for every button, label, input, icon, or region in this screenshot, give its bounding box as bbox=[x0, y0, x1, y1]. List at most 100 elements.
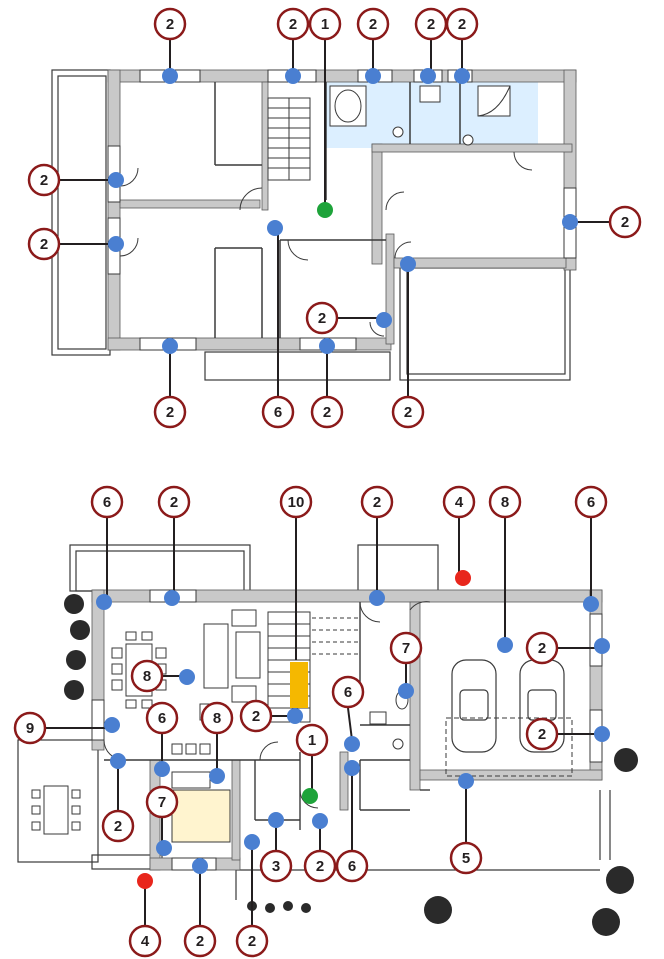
callout: 2 bbox=[445, 7, 479, 84]
marker-dot bbox=[562, 214, 578, 230]
marker-dot bbox=[244, 834, 260, 850]
callout: 2 bbox=[183, 858, 217, 958]
callout: 2 bbox=[310, 338, 344, 429]
marker-dot bbox=[454, 68, 470, 84]
callout-label: 6 bbox=[103, 494, 111, 511]
callout-label: 3 bbox=[272, 858, 280, 875]
marker-dot bbox=[458, 773, 474, 789]
callout: 4 bbox=[128, 873, 162, 958]
callout-label: 2 bbox=[538, 640, 546, 657]
marker-dot bbox=[302, 788, 318, 804]
callout: 8 bbox=[488, 485, 522, 653]
callout-label: 6 bbox=[158, 710, 166, 727]
callout-label: 8 bbox=[501, 494, 509, 511]
living-room-furniture bbox=[199, 609, 261, 721]
callout-label: 2 bbox=[166, 16, 174, 33]
plant-decorations bbox=[64, 594, 638, 936]
callout: 6 bbox=[261, 220, 295, 429]
marker-dot bbox=[369, 590, 385, 606]
marker-dot bbox=[317, 202, 333, 218]
marker-dot bbox=[156, 840, 172, 856]
callout: 3 bbox=[259, 812, 293, 883]
marker-dot bbox=[267, 220, 283, 236]
marker-dot bbox=[497, 637, 513, 653]
callout: 2 bbox=[562, 205, 642, 239]
marker-dot bbox=[420, 68, 436, 84]
marker-dot bbox=[594, 638, 610, 654]
callout-label: 2 bbox=[289, 16, 297, 33]
callout-label: 1 bbox=[321, 16, 329, 33]
kitchen-chairs bbox=[171, 743, 211, 789]
ground-callouts: 6 2 10 2 4 8 bbox=[13, 485, 610, 958]
marker-dot bbox=[154, 761, 170, 777]
callout-label: 2 bbox=[196, 933, 204, 950]
marker-dot bbox=[108, 172, 124, 188]
ground-staircase bbox=[267, 611, 360, 723]
marker-dot bbox=[344, 736, 360, 752]
callout: 4 bbox=[442, 485, 476, 586]
callout-label: 2 bbox=[369, 16, 377, 33]
callout: 2 bbox=[525, 717, 610, 751]
callout-label: 2 bbox=[404, 404, 412, 421]
callout: 6 bbox=[574, 485, 608, 612]
marker-dot bbox=[376, 312, 392, 328]
callout: 1 bbox=[295, 723, 329, 804]
marker-dot bbox=[319, 338, 335, 354]
marker-dot bbox=[96, 594, 112, 610]
callout: 2 bbox=[305, 301, 392, 335]
marker-dot bbox=[162, 338, 178, 354]
callout-label: 2 bbox=[166, 404, 174, 421]
callout-label: 2 bbox=[621, 214, 629, 231]
marker-dot bbox=[594, 726, 610, 742]
marker-dot bbox=[287, 708, 303, 724]
callout: 8 bbox=[130, 659, 195, 693]
callout-label: 1 bbox=[308, 732, 316, 749]
callout: 2 bbox=[157, 485, 191, 606]
callout-label: 2 bbox=[114, 818, 122, 835]
upper-callouts: 2 2 2 2 2 1 bbox=[27, 7, 642, 429]
callout: 2 bbox=[27, 227, 124, 261]
callout-label: 6 bbox=[344, 684, 352, 701]
marker-dot bbox=[268, 812, 284, 828]
callout: 6 bbox=[335, 760, 369, 883]
callout-label: 2 bbox=[316, 858, 324, 875]
callout: 2 bbox=[239, 699, 303, 733]
callout: 10 bbox=[279, 485, 313, 660]
marker-dot bbox=[455, 570, 471, 586]
callout: 7 bbox=[389, 631, 423, 699]
callout: 2 bbox=[235, 834, 269, 958]
callout: 6 bbox=[90, 485, 124, 610]
callout-label: 2 bbox=[373, 494, 381, 511]
ground-bath-fixtures bbox=[369, 690, 409, 750]
marker-dot bbox=[398, 683, 414, 699]
upper-bath-fixtures bbox=[329, 85, 511, 146]
callout-label: 2 bbox=[40, 172, 48, 189]
callout-label: 2 bbox=[427, 16, 435, 33]
callout: 2 bbox=[153, 338, 187, 429]
callout: 2 bbox=[27, 163, 124, 197]
callout: 2 bbox=[276, 7, 310, 84]
stair-highlight bbox=[290, 662, 308, 708]
callout-label: 2 bbox=[170, 494, 178, 511]
marker-dot bbox=[104, 717, 120, 733]
marker-dot bbox=[583, 596, 599, 612]
marker-dot bbox=[110, 753, 126, 769]
callout: 8 bbox=[200, 701, 234, 784]
callout: 6 bbox=[145, 701, 179, 777]
upper-door-swings bbox=[119, 151, 533, 337]
callout: 2 bbox=[153, 7, 187, 84]
callout: 2 bbox=[356, 7, 390, 84]
callout-label: 5 bbox=[462, 850, 470, 867]
callout-label: 2 bbox=[248, 933, 256, 950]
callout: 2 bbox=[525, 631, 610, 665]
callout: 2 bbox=[303, 813, 337, 883]
marker-dot bbox=[162, 68, 178, 84]
marker-dot bbox=[164, 590, 180, 606]
callout-label: 2 bbox=[252, 708, 260, 725]
callout: 5 bbox=[449, 773, 483, 875]
kitchen-area bbox=[171, 789, 231, 843]
callout-label: 7 bbox=[402, 640, 410, 657]
callout-label: 9 bbox=[26, 720, 34, 737]
callout-label: 6 bbox=[587, 494, 595, 511]
